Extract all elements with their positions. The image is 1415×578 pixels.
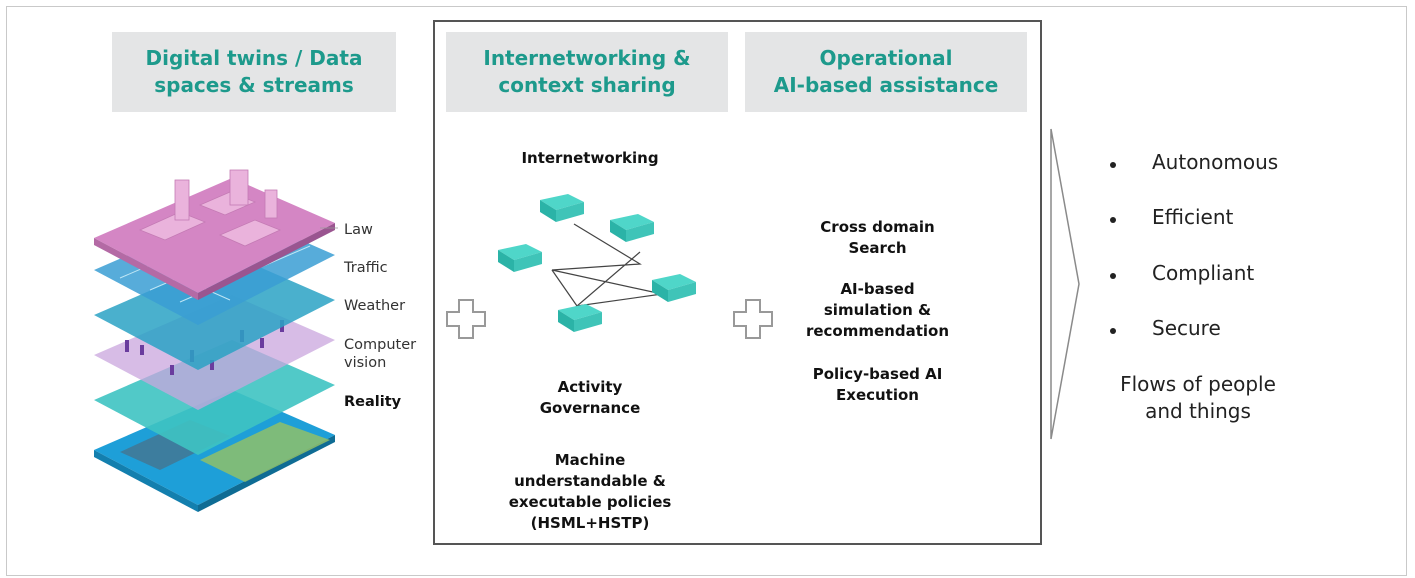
label-activity-governance: Activity Governance (539, 378, 641, 417)
bullet-icon (1110, 217, 1116, 223)
network-node (558, 304, 602, 332)
flows-caption: Flows of people and things (1120, 372, 1276, 423)
city-layer-stack (94, 169, 338, 512)
label-cross-domain-search: Cross domain Search (820, 218, 935, 257)
network-node (652, 274, 696, 302)
plus-icon (446, 299, 486, 339)
layer-label-computer-vision: Computer vision (344, 337, 417, 371)
label-internetworking: Internetworking (521, 149, 659, 167)
bullet-icon (1110, 273, 1116, 279)
layer-label-law: Law (344, 222, 373, 238)
layer-label-traffic: Traffic (344, 260, 388, 276)
network-node (540, 194, 584, 222)
outcome-arrow (1050, 128, 1080, 440)
plus-icon (733, 299, 773, 339)
central-box (433, 20, 1042, 545)
bullet-icon (1110, 328, 1116, 334)
bullet-icon (1110, 162, 1116, 168)
label-policy-execution: Policy-based AI Execution (812, 365, 943, 404)
layer-label-weather: Weather (344, 298, 406, 314)
layer-label-reality: Reality (344, 394, 402, 410)
network-node (498, 244, 542, 272)
header-ai-assistance: Operational AI-based assistance (745, 32, 1027, 112)
header-digital-twins: Digital twins / Data spaces & streams (112, 32, 396, 112)
label-machine-policies: Machine understandable & executable poli… (508, 451, 672, 532)
network-node (610, 214, 654, 242)
network-graph (498, 194, 696, 332)
header-internetworking: Internetworking & context sharing (446, 32, 728, 112)
layer-reality-base (94, 390, 335, 505)
label-ai-simulation: AI-based simulation & recommendation (805, 280, 950, 340)
